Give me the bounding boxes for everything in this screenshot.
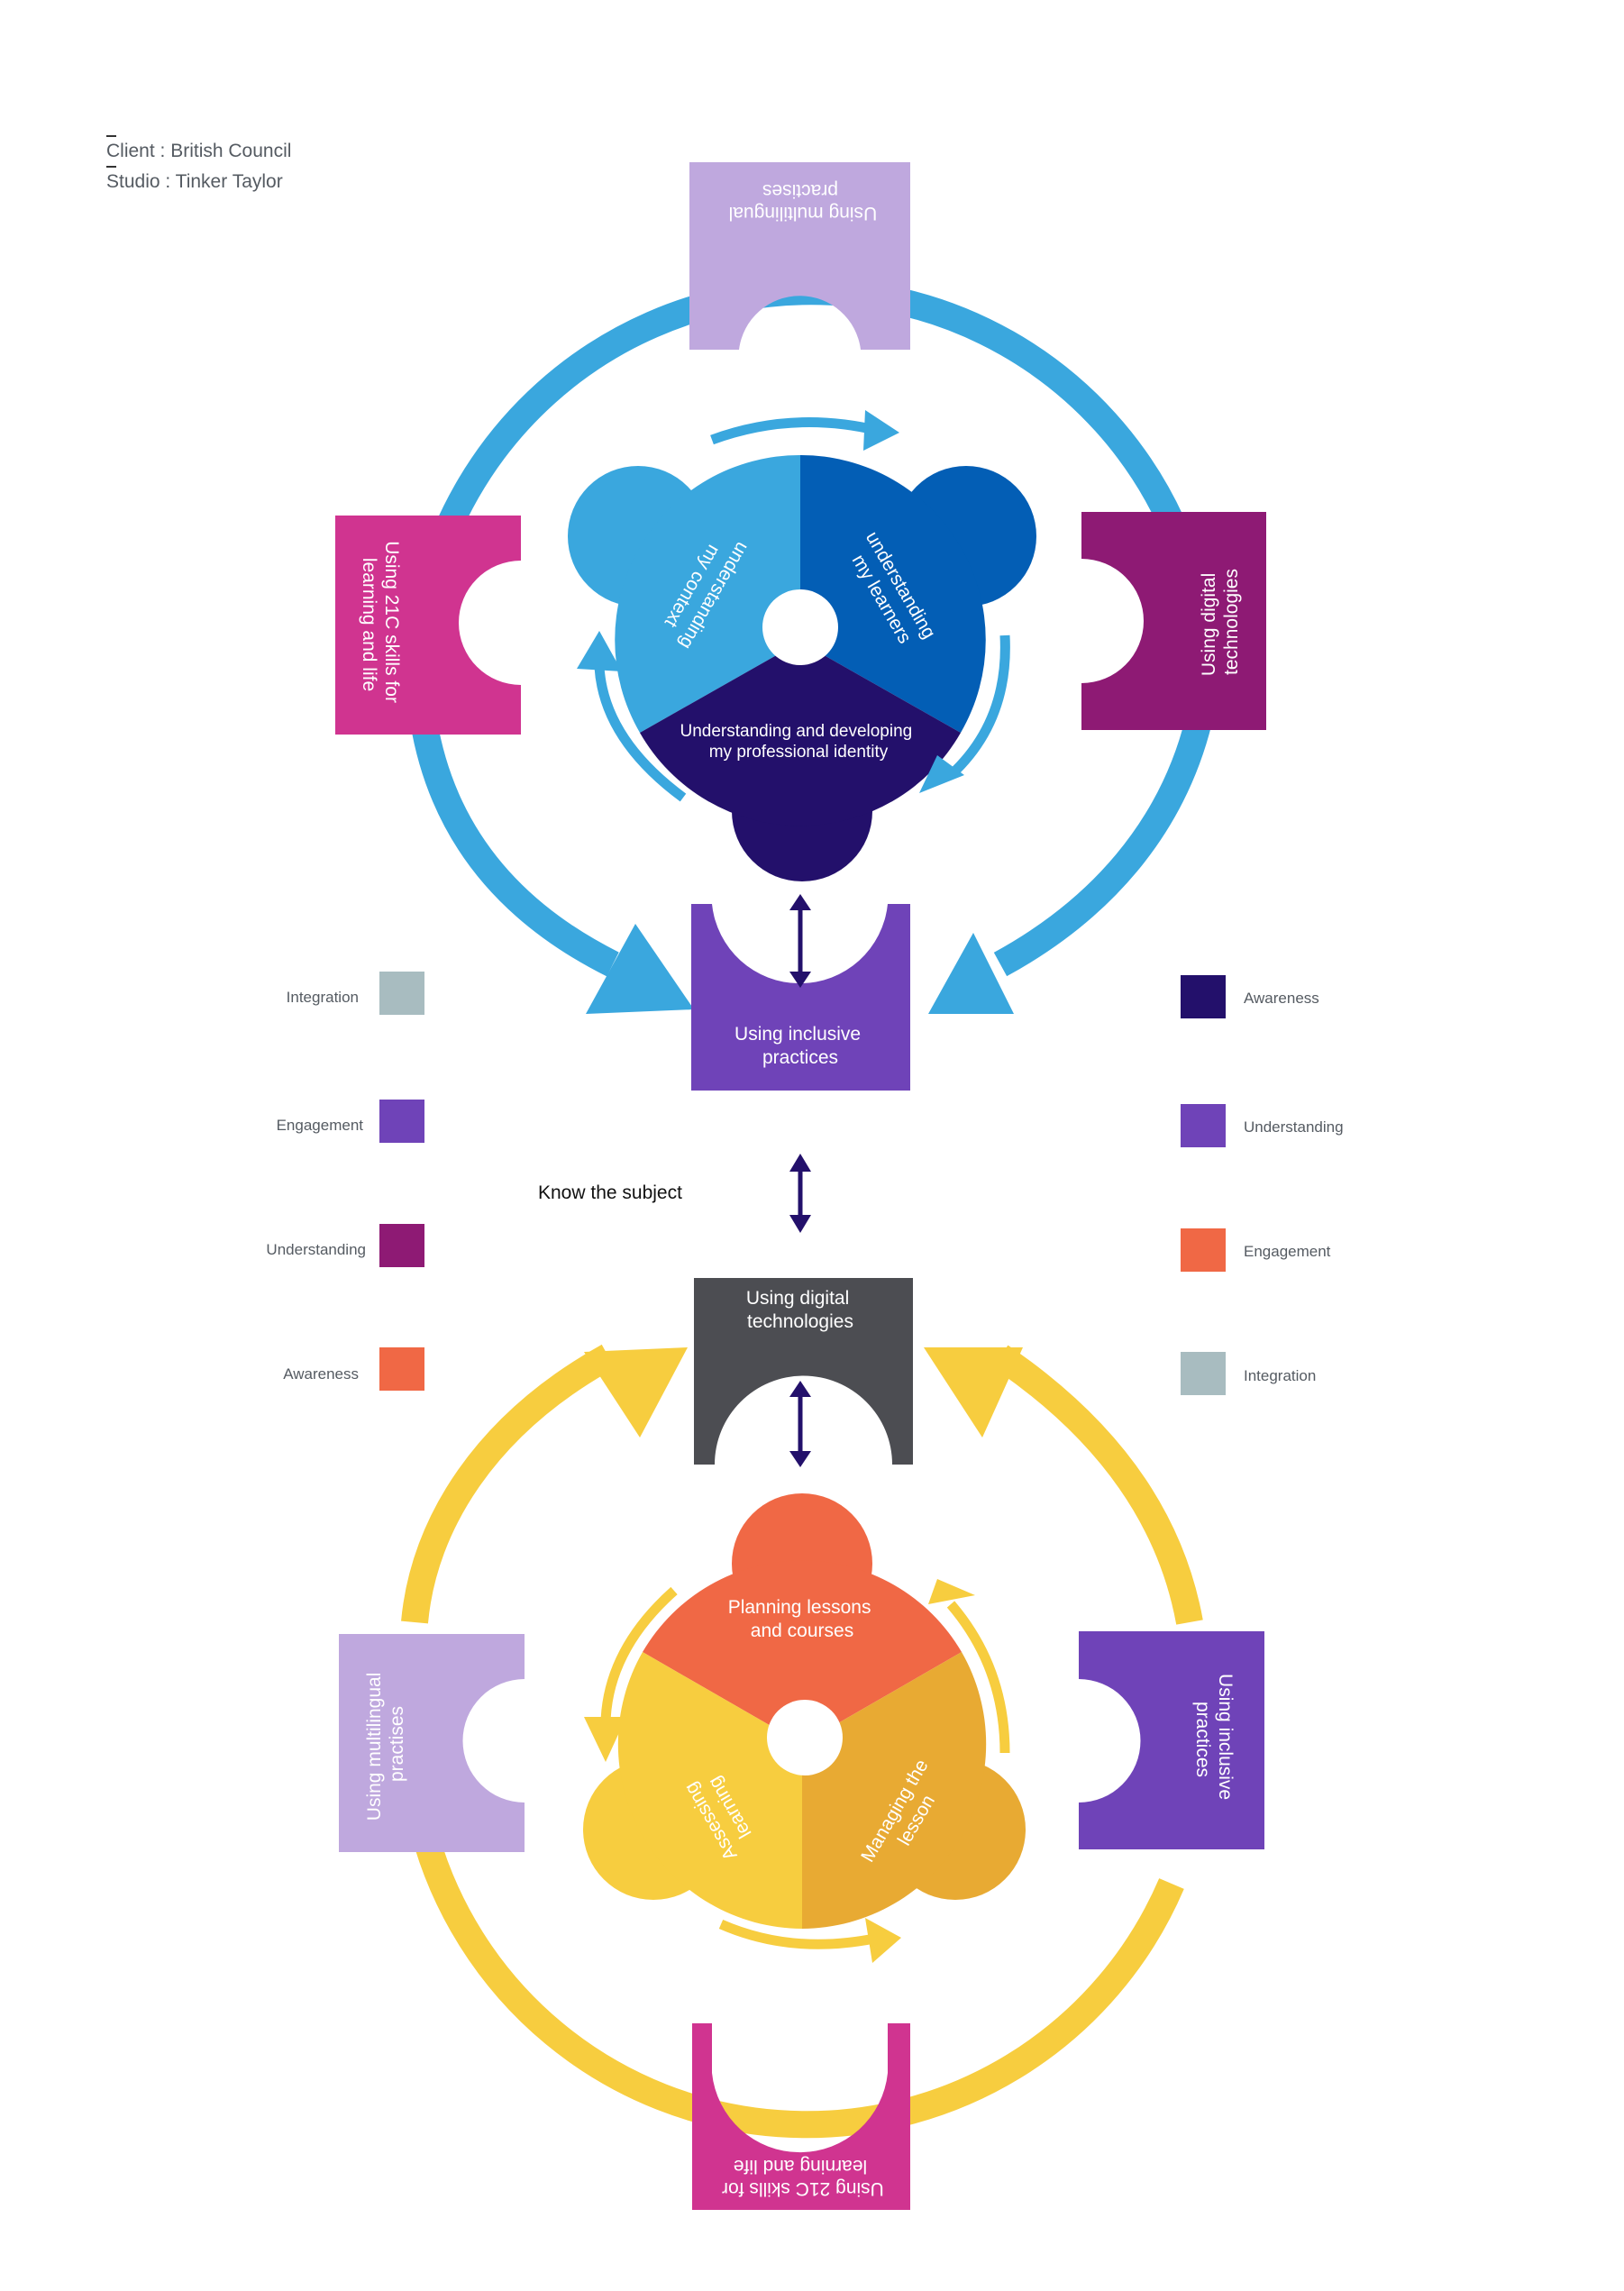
segment-label-identity: Understanding and developing my professi… — [680, 722, 917, 762]
legend-left-swatch-2 — [379, 1100, 424, 1143]
svg-text:Using multilingual pra: Using multilingual practises — [724, 180, 877, 224]
legend-right: Awareness Understanding Engagement Integ… — [1181, 975, 1344, 1395]
yellow-ring-left-arc — [401, 1344, 616, 1624]
trefoil-center-hole — [767, 1700, 843, 1775]
legend-right-label-1: Awareness — [1244, 990, 1319, 1007]
legend-left: Integration Engagement Understanding Awa… — [266, 972, 424, 1391]
inner-arrow-bottom — [718, 1919, 880, 1949]
node-left-multilingual: Using multilingual practises — [339, 1634, 525, 1852]
legend-right-swatch-3 — [1181, 1228, 1226, 1272]
legend-left-label-3: Understanding — [266, 1241, 366, 1258]
svg-text:Using 21C skills for l: Using 21C skills for learning and life — [359, 541, 402, 708]
inner-arrowhead-right — [928, 1579, 975, 1604]
legend-left-swatch-4 — [379, 1347, 424, 1391]
inner-arrowhead-bottom — [865, 1918, 901, 1963]
blue-ring-arrowhead-right — [928, 933, 1014, 1014]
node-top-multilingual: Using multilingual practises — [689, 162, 910, 350]
svg-text:Using digital technolo: Using digital technologies — [746, 1288, 854, 1332]
legend-right-label-3: Engagement — [1244, 1243, 1331, 1260]
yellow-ring-arrowhead-right — [924, 1347, 1023, 1438]
legend-right-swatch-2 — [1181, 1104, 1226, 1147]
inner-arrow-right — [947, 634, 1010, 780]
legend-right-label-4: Integration — [1244, 1367, 1316, 1384]
top-cycle: understanding my context understanding m… — [335, 162, 1266, 1091]
legend-left-swatch-3 — [379, 1224, 424, 1267]
legend-right-swatch-4 — [1181, 1352, 1226, 1395]
legend-left-label-4: Awareness — [283, 1365, 359, 1383]
double-arrow-middle — [789, 1154, 811, 1233]
studio-credit: Studio : Tinker Taylor — [106, 171, 283, 192]
segment-assessing-learning — [617, 1652, 802, 1929]
credit-dash — [106, 135, 116, 137]
legend-left-label-2: Engagement — [277, 1117, 364, 1134]
svg-text:Using inclusive practi: Using inclusive practices — [1192, 1674, 1236, 1805]
segment-managing-lesson — [802, 1652, 987, 1929]
yellow-ring-arrowhead-left — [584, 1347, 688, 1438]
blue-ring-arrowhead-left — [586, 924, 694, 1014]
know-the-subject-label: Know the subject — [538, 1182, 682, 1203]
svg-text:Using inclusive practi: Using inclusive practices — [734, 1024, 866, 1068]
segment-label-planning: Planning lessons and courses — [728, 1597, 877, 1641]
svg-text:Using digital technolo: Using digital technologies — [1199, 568, 1242, 676]
node-top-digital: Using digital technologies — [694, 1278, 913, 1465]
inner-arrowhead-top — [863, 410, 899, 451]
top-trefoil: understanding my context understanding m… — [568, 454, 1036, 881]
inner-arrowhead-left — [584, 1717, 626, 1762]
double-arrow-bottom — [789, 1381, 811, 1467]
double-arrow-top — [789, 894, 811, 988]
inner-arrow-left — [594, 666, 687, 802]
node-left-21c-skills: Using 21C skills for learning and life — [335, 516, 521, 735]
credits: Client : British Council Studio : Tinker… — [106, 135, 291, 196]
inner-arrow-right — [946, 1601, 1010, 1754]
node-right-inclusive: Using inclusive practices — [1079, 1631, 1264, 1849]
legend-right-label-2: Understanding — [1244, 1118, 1344, 1136]
inner-arrowhead-right — [919, 755, 964, 793]
legend-left-swatch-1 — [379, 972, 424, 1015]
blue-ring-right-arc — [993, 717, 1212, 977]
legend-right-swatch-1 — [1181, 975, 1226, 1018]
node-bottom-21c-skills: Using 21C skills for learning and life — [692, 2023, 910, 2210]
inner-arrow-top — [710, 417, 880, 445]
credit-dash — [106, 166, 116, 168]
yellow-ring-lower-arc — [410, 1826, 1184, 2139]
bottom-trefoil: Planning lessons and courses Assessing l… — [583, 1493, 1026, 1929]
blue-ring-left-arc — [410, 718, 619, 977]
node-bottom-inclusive: Using inclusive practices — [691, 904, 910, 1091]
trefoil-center-hole — [762, 589, 838, 665]
segment-understanding-my-learners — [800, 454, 986, 733]
segment-planning-lessons — [643, 1560, 962, 1744]
client-credit: Client : British Council — [106, 141, 292, 161]
segment-understanding-my-context — [615, 454, 800, 733]
svg-text:Using multilingual pra: Using multilingual practises — [364, 1667, 407, 1821]
inner-arrowhead-left — [577, 631, 622, 671]
yellow-ring-right-arc — [992, 1345, 1203, 1625]
segment-professional-identity — [640, 642, 961, 826]
bottom-cycle: Planning lessons and courses Assessing l… — [339, 1278, 1264, 2210]
legend-left-label-1: Integration — [287, 989, 359, 1006]
svg-text:Using 21C skills for l: Using 21C skills for learning and life — [716, 2156, 884, 2199]
inner-arrow-left — [600, 1586, 678, 1722]
node-right-digital: Using digital technologies — [1081, 512, 1266, 730]
